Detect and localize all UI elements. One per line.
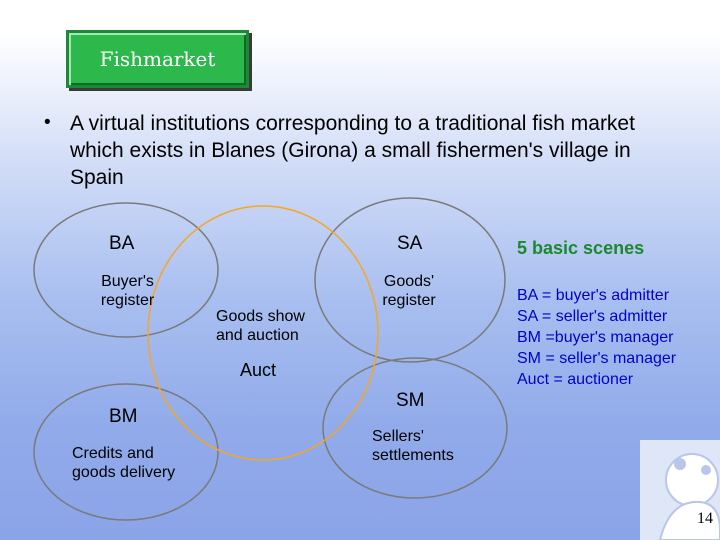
slide-title: Fishmarket [99,47,216,71]
page-number: 14 [697,510,713,527]
scene-auct-description: Goods show and auction [216,308,305,344]
scene-auct-code: Auct [240,360,277,380]
legend-item-sm: SM = seller's manager [517,350,677,367]
scene-ba-code: BA [109,233,135,254]
legend-title: 5 basic scenes [517,238,645,258]
scene-sm-description: Sellers' settlements [372,428,454,464]
circle-bm [33,383,219,521]
legend-item-auct: Auct = auctioner [517,371,634,388]
scene-sa-code: SA [397,233,423,254]
circle-sm [322,357,508,499]
scene-bm-code: BM [109,406,138,427]
bullet-marker: • [44,112,51,133]
legend-list: BA = buyer's admitter SA = seller's admi… [517,285,676,390]
circle-ba [33,202,219,338]
scene-ba-description: Buyer's register [100,273,155,309]
circle-sa [314,197,506,363]
legend-item-ba: BA = buyer's admitter [517,287,670,304]
scene-sa-description: Goods' register [382,273,436,309]
intro-text: A virtual institutions corresponding to … [70,112,635,189]
title-box: Fishmarket [66,30,249,88]
scene-bm-description: Credits and goods delivery [72,445,176,481]
circle-auct [147,205,379,461]
legend-item-sa: SA = seller's admitter [517,308,668,325]
legend-item-bm: BM =buyer's manager [517,329,674,346]
scene-sm-code: SM [396,390,425,411]
corner-logo-icon [640,440,720,540]
